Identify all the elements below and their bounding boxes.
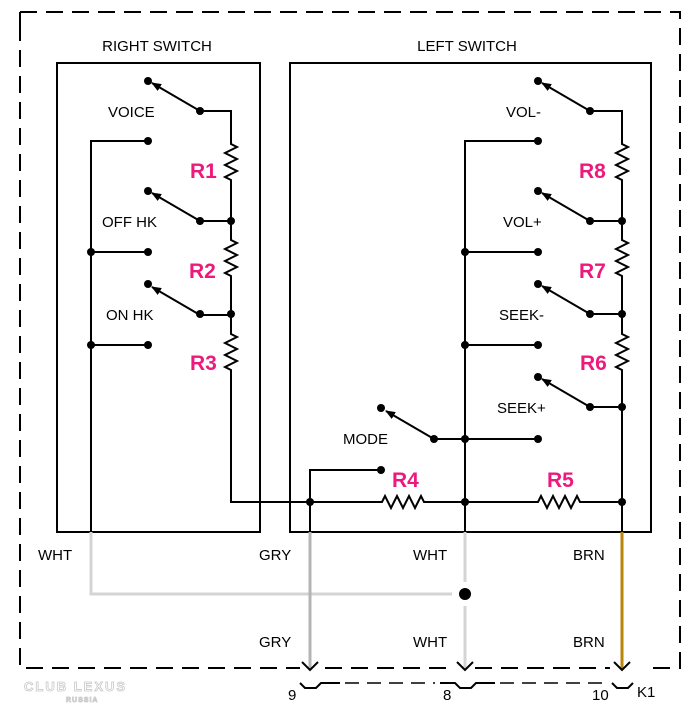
- contact-dot: [618, 498, 626, 506]
- external-wires: [89, 532, 624, 670]
- voice-switch-lever: [151, 82, 201, 112]
- left-switch-circuit: [306, 77, 631, 532]
- resistor-label-r5: R5: [547, 469, 574, 492]
- contact-dot: [534, 373, 542, 381]
- connector-k1: [299, 661, 634, 689]
- contact-dot: [534, 280, 542, 288]
- contact-dot: [534, 341, 542, 349]
- resistor-label-r8: R8: [579, 160, 606, 183]
- contact-dot: [586, 107, 594, 115]
- junction-dot: [227, 217, 235, 225]
- wire-label-gry-lower: GRY: [259, 634, 291, 651]
- contact-dot: [377, 404, 385, 412]
- contact-dot: [144, 77, 152, 85]
- wire-label-wht-upper-right: WHT: [38, 547, 72, 564]
- junction-dot: [227, 310, 235, 318]
- junction-dot: [87, 341, 95, 349]
- vol-plus-switch-lever: [541, 192, 591, 222]
- resistor-label-r7: R7: [579, 260, 606, 283]
- connector-name-k1: K1: [637, 684, 655, 701]
- contact-dot: [534, 248, 542, 256]
- off-hk-switch-lever: [151, 192, 201, 222]
- wht-wire-right-switch: [89, 532, 452, 596]
- seek-plus-switch-label: SEEK+: [497, 400, 546, 417]
- mode-switch-lever: [385, 410, 435, 440]
- on-hk-switch-lever: [151, 286, 201, 316]
- contact-dot: [618, 403, 626, 411]
- off-hk-switch-label: OFF HK: [102, 214, 157, 231]
- contact-dot: [144, 280, 152, 288]
- watermark-line2: RUSSIA: [66, 697, 98, 704]
- on-hk-switch-label: ON HK: [106, 307, 154, 324]
- pin-label-10: 10: [592, 687, 609, 704]
- contact-dot: [586, 403, 594, 411]
- wire-label-wht-upper-left: WHT: [413, 547, 447, 564]
- contact-dot: [144, 341, 152, 349]
- resistor-label-r6: R6: [580, 352, 607, 375]
- outer-enclosure: [19, 11, 681, 669]
- contact-dot: [144, 137, 152, 145]
- resistor-label-r2: R2: [189, 260, 216, 283]
- contact-dot: [461, 498, 469, 506]
- contact-dot: [430, 435, 438, 443]
- wire-label-brn-lower: BRN: [573, 634, 605, 651]
- voice-switch-label: VOICE: [108, 104, 155, 121]
- junction-dot: [87, 248, 95, 256]
- left-switch-box: [289, 62, 652, 533]
- vol-minus-switch-lever: [541, 82, 591, 112]
- resistor-label-r3: R3: [190, 352, 217, 375]
- vol-minus-switch-label: VOL-: [506, 104, 541, 121]
- contact-dot: [144, 187, 152, 195]
- splice-junction: [459, 588, 471, 600]
- vol-plus-switch-label: VOL+: [503, 214, 542, 231]
- wire-label-brn-upper: BRN: [573, 547, 605, 564]
- contact-dot: [461, 435, 469, 443]
- right-switch-circuit: [87, 77, 310, 532]
- contact-dot: [534, 77, 542, 85]
- pin-label-8: 8: [443, 687, 451, 704]
- contact-dot: [586, 310, 594, 318]
- connector-pin-9: [299, 661, 340, 689]
- pin-label-9: 9: [288, 687, 296, 704]
- watermark-line1: CLUB LEXUS: [24, 679, 127, 694]
- contact-dot: [534, 435, 542, 443]
- contact-dot: [618, 217, 626, 225]
- connector-pin-8: [440, 661, 495, 689]
- wire-label-gry-upper: GRY: [259, 547, 291, 564]
- connector-pin-10: [611, 661, 634, 689]
- seek-minus-switch-label: SEEK-: [499, 307, 544, 324]
- contact-dot: [534, 187, 542, 195]
- right-switch-box: [56, 62, 261, 533]
- seek-plus-switch-lever: [541, 378, 591, 408]
- left-switch-title: LEFT SWITCH: [417, 38, 517, 55]
- contact-dot: [144, 248, 152, 256]
- contact-dot: [461, 341, 469, 349]
- right-switch-title: RIGHT SWITCH: [102, 38, 212, 55]
- contact-dot: [461, 248, 469, 256]
- wire-label-wht-lower: WHT: [413, 634, 447, 651]
- contact-dot: [586, 217, 594, 225]
- contact-dot: [534, 137, 542, 145]
- mode-switch-label: MODE: [343, 431, 388, 448]
- contact-dot: [377, 466, 385, 474]
- contact-dot: [306, 498, 314, 506]
- contact-dot: [196, 310, 204, 318]
- resistor-label-r1: R1: [190, 160, 217, 183]
- contact-dot: [196, 217, 204, 225]
- seek-minus-switch-lever: [541, 285, 591, 315]
- contact-dot: [618, 310, 626, 318]
- contact-dot: [196, 107, 204, 115]
- resistor-label-r4: R4: [392, 469, 419, 492]
